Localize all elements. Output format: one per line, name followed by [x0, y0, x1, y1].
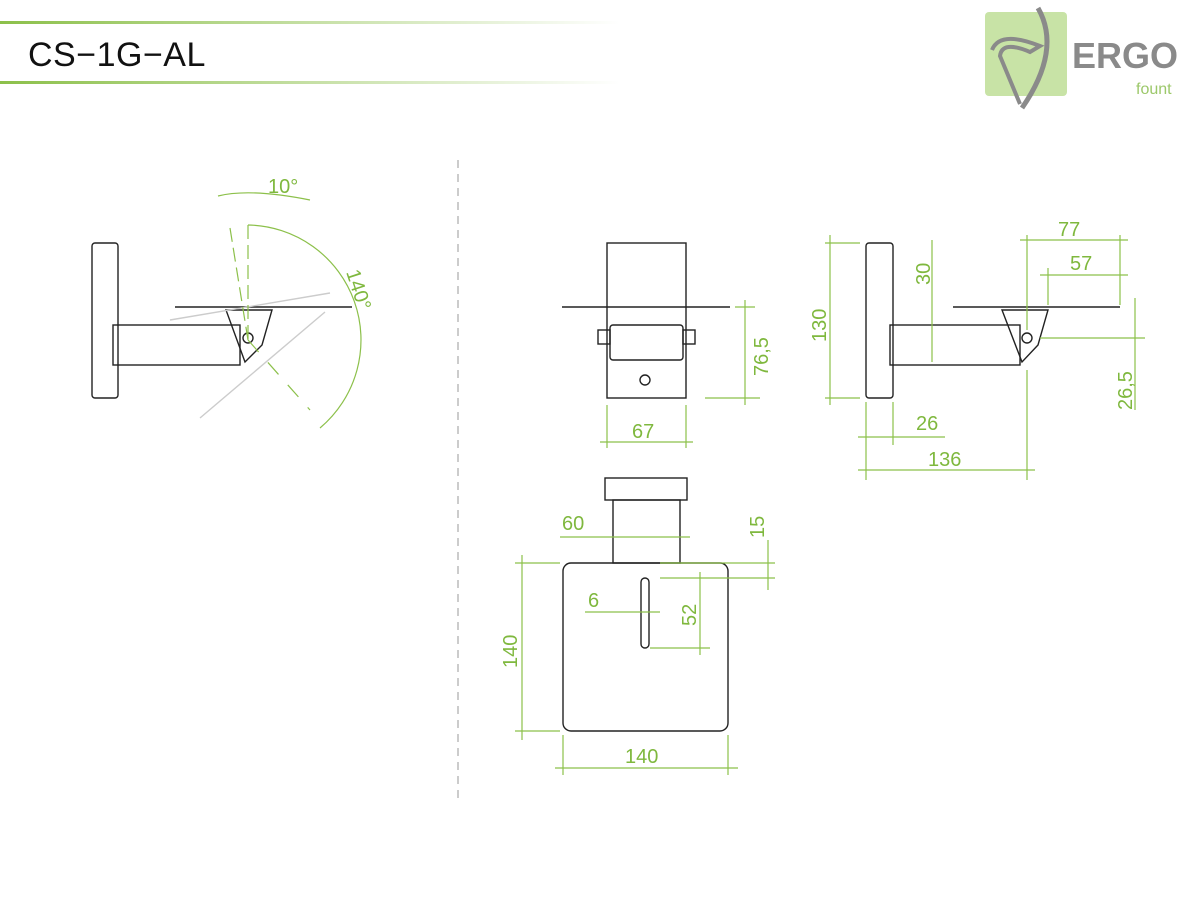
dim-neck-offset: 15: [747, 516, 769, 538]
dim-arm-reach: 136: [928, 449, 961, 471]
dim-tilt-forward: 10°: [268, 176, 298, 198]
dim-neck-width: 60: [562, 513, 584, 535]
ergo-fount-logo: ERGO fount: [985, 6, 1178, 110]
dim-slot-length: 52: [679, 604, 701, 626]
dim-pivot-height: 26,5: [1115, 371, 1137, 410]
dim-plate-thickness: 26: [916, 413, 938, 435]
logo-sub: fount: [1136, 81, 1172, 98]
dim-total-height: 130: [809, 309, 831, 342]
dim-tilt-range: 140°: [341, 267, 375, 313]
dim-slot-width: 6: [588, 590, 599, 612]
side-view: 130 30 77 57 26,5 26 136: [809, 219, 1145, 480]
header-rule-bottom: [0, 81, 620, 84]
front-view: 76,5 67: [562, 242, 773, 448]
header-rule-top: [0, 21, 620, 24]
logo-brand: ERGO: [1072, 35, 1178, 76]
dim-top-offset: 30: [913, 263, 935, 285]
tilt-view: 10° 140°: [91, 176, 375, 429]
dim-plate-width: 140: [625, 746, 658, 768]
top-view: 60 15 6 52 140 140: [500, 477, 775, 775]
dim-front-height: 76,5: [751, 337, 773, 376]
dim-platform-inner: 57: [1070, 253, 1092, 275]
dim-front-width: 67: [632, 421, 654, 443]
page-title: CS−1G−AL: [28, 36, 206, 74]
dim-platform-length: 77: [1058, 219, 1080, 241]
dim-plate-depth: 140: [500, 635, 522, 668]
